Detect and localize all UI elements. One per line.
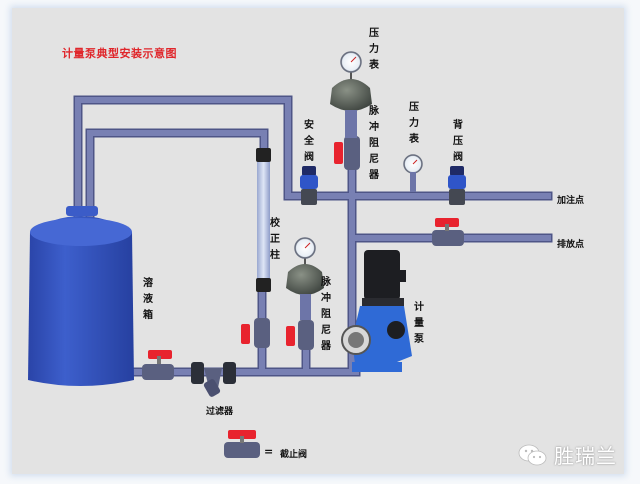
ball-valve-tank-outlet[interactable]: [142, 350, 174, 380]
calibration-column: [256, 148, 271, 292]
pulsation-damper-top: [330, 72, 372, 138]
label-discharge-point: 排放点: [557, 240, 585, 250]
back-pressure-valve: [448, 166, 466, 205]
label-injection-point: 加注点: [557, 196, 585, 206]
label-back-pressure-valve: 背压阀: [453, 120, 463, 163]
legend-equals: =: [264, 445, 274, 458]
label-filter: 过滤器: [206, 407, 234, 417]
watermark-text: 胜瑞兰: [554, 444, 617, 468]
y-filter: [191, 362, 236, 397]
pulsation-damper-bottom: [286, 258, 324, 320]
ball-valve-damper-top[interactable]: [334, 136, 360, 170]
solution-tank: [28, 206, 134, 386]
pressure-gauge-right: [403, 154, 423, 192]
label-pressure-gauge-top: 压力表: [369, 28, 379, 71]
label-pressure-gauge-right: 压力表: [409, 102, 419, 145]
watermark: 胜瑞兰: [518, 440, 617, 469]
safety-valve: [300, 166, 318, 205]
pressure-gauge-bottom: [294, 237, 316, 259]
ball-valve-calibration[interactable]: [241, 318, 270, 348]
ball-valve-damper-bottom[interactable]: [286, 320, 314, 350]
diagram-title: 计量泵典型安装示意图: [62, 47, 177, 60]
label-solution-tank: 溶液箱: [143, 278, 153, 321]
label-metering-pump: 计量泵: [414, 302, 424, 345]
label-calibration-column: 校正柱: [270, 218, 280, 261]
legend-ball-valve-icon: [224, 430, 260, 458]
legend-text: 截止阀: [280, 450, 308, 460]
ball-valve-discharge[interactable]: [432, 218, 464, 246]
label-pulsation-damper-top: 脉冲阻尼器: [369, 106, 379, 181]
pressure-gauge-top: [340, 51, 362, 73]
label-pulsation-damper-bottom: 脉冲阻尼器: [321, 277, 331, 352]
metering-pump: [341, 250, 412, 372]
wechat-icon: [518, 443, 548, 467]
label-safety-valve: 安全阀: [304, 120, 314, 163]
